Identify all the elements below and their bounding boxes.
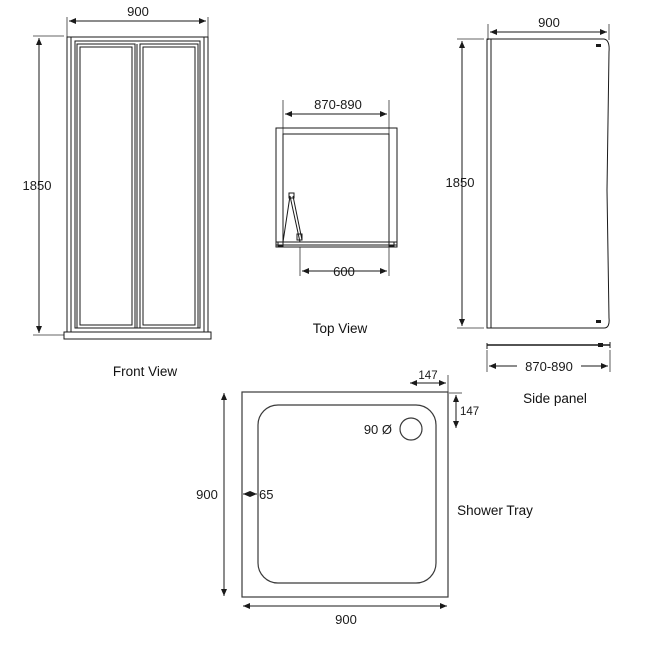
front-view-caption: Front View [113,364,178,379]
top-width-label: 870-890 [314,97,362,112]
tray-width-label: 900 [335,612,357,627]
tray-waste-x-label: 147 [418,370,437,382]
front-view: 900 1850 Front View [23,4,212,379]
side-panel-drawing [486,38,610,329]
side-height-label: 1850 [446,175,475,190]
side-panel: 900 1850 870-890 Side panel [446,15,611,406]
front-height-label: 1850 [23,178,52,193]
side-width-label: 900 [538,15,560,30]
top-door-label: 600 [333,264,355,279]
top-enclosure-drawing [275,127,398,248]
tray-waste-y-label: 147 [460,406,479,418]
side-panel-bottom-profile [486,342,611,349]
waste-outlet [399,417,423,441]
top-view-caption: Top View [313,321,368,336]
side-panel-caption: Side panel [523,391,587,406]
shower-tray: 147 147 90 Ø 65 900 900 Shower Tray [196,370,533,627]
tray-height-label: 900 [196,487,218,502]
shower-tray-caption: Shower Tray [457,503,533,518]
front-enclosure-drawing [63,36,212,340]
top-view: 870-890 600 Top View [275,97,398,336]
tray-body-drawing [241,391,449,598]
tray-edge-label: 65 [259,487,273,502]
side-bottom-label: 870-890 [525,359,573,374]
tray-waste-label: 90 Ø [364,422,392,437]
front-width-label: 900 [127,4,149,19]
